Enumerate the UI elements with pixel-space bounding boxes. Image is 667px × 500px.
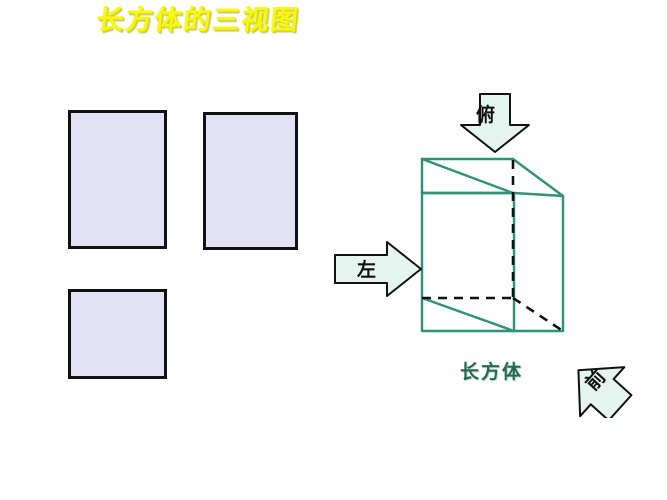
top-view-rectangle (68, 289, 167, 379)
front-view-rectangle (68, 110, 167, 249)
top-view-arrow-shape (460, 93, 530, 153)
cuboid-hidden-edges (422, 160, 564, 333)
left-view-arrow-label: 左 (357, 259, 377, 281)
front-view-arrow-group (577, 366, 633, 418)
front-view-arrow[interactable] (562, 348, 650, 418)
left-view-arrow[interactable] (333, 240, 423, 298)
page-title: 长方体的三视图 (95, 5, 302, 36)
left-view-arrow-shape (334, 241, 422, 297)
cuboid-figure (420, 157, 565, 333)
front-view-arrow-shape (577, 366, 633, 418)
top-view-arrow[interactable] (455, 92, 535, 154)
side-view-rectangle (203, 112, 298, 250)
cuboid-visible-edges (420, 157, 565, 333)
top-view-arrow-label: 俯 (476, 104, 496, 126)
cuboid-caption: 长方体 (460, 361, 524, 383)
